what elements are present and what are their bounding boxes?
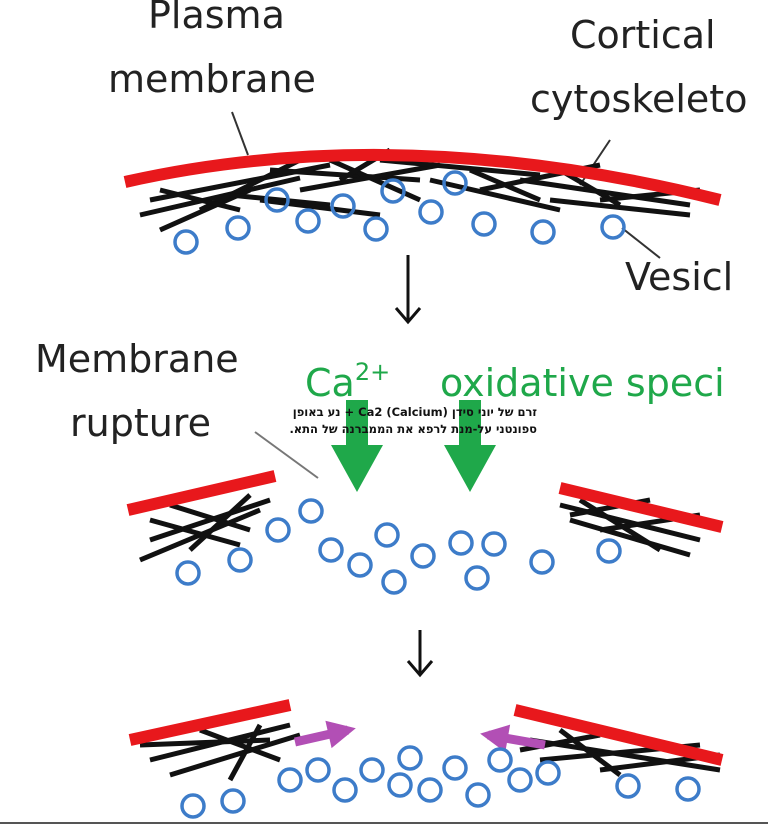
repair-arrow-right-head	[480, 724, 511, 753]
plasma-label-1: Plasma	[148, 0, 285, 37]
plasma-pointer-line	[231, 111, 249, 156]
vesicle	[264, 187, 290, 213]
vesicle	[225, 215, 251, 241]
cytoskeleton-filament	[169, 502, 251, 533]
cytoskeleton-filament	[259, 197, 381, 218]
vesicle	[529, 549, 555, 575]
vesicle	[318, 537, 344, 563]
vesicle	[471, 211, 497, 237]
vesicle	[277, 767, 303, 793]
vesicle	[332, 777, 358, 803]
cytoskeleton-filament	[549, 197, 691, 218]
cytoskeleton-filament	[569, 517, 691, 558]
vesicle	[465, 782, 491, 808]
membrane-fragment-left	[126, 470, 277, 516]
vesicle	[442, 170, 468, 196]
oxidative-species-label: oxidative speci	[440, 361, 725, 405]
vesicle	[464, 565, 490, 591]
vesicle	[487, 747, 513, 773]
vesicle	[374, 522, 400, 548]
rupture-label-2: rupture	[70, 401, 211, 445]
membrane-fragment-left	[128, 699, 292, 746]
vesicle	[347, 552, 373, 578]
cytoskeleton-filament	[227, 723, 263, 782]
membrane-fragment-right	[558, 482, 724, 533]
vesicle	[410, 543, 436, 569]
plasma-membrane	[123, 148, 722, 206]
vesicle	[298, 498, 324, 524]
vesicle	[418, 199, 444, 225]
flow-arrow-1-head	[394, 307, 422, 325]
vesicle	[227, 547, 253, 573]
vesicle	[173, 229, 199, 255]
vesicle	[481, 531, 507, 557]
plasma-label-2: membrane	[108, 57, 316, 101]
vesicle	[265, 517, 291, 543]
vesicle	[397, 745, 423, 771]
membrane-fragment-right	[513, 704, 724, 766]
rupture-pointer-line	[254, 431, 319, 479]
cytoskeleton-filament	[519, 177, 691, 208]
cytoskeleton-filament	[379, 157, 541, 178]
vesicle	[615, 773, 641, 799]
vesicle	[387, 772, 413, 798]
vesicle	[507, 767, 533, 793]
cytoskeleton-filament	[199, 727, 281, 763]
vesicle	[600, 214, 626, 240]
cytoskeleton-filament	[188, 493, 252, 552]
cytoskeleton-filament	[139, 175, 301, 218]
flow-arrow-2-head	[406, 660, 434, 678]
vesicle	[295, 208, 321, 234]
vesicle	[381, 569, 407, 595]
vesicle	[180, 793, 206, 819]
cortical-label-2: cytoskeleto	[530, 77, 747, 121]
cytoskeleton-filament	[139, 737, 271, 748]
vesicle-label: Vesicl	[625, 255, 733, 299]
vesicle	[380, 178, 406, 204]
cortical-label-1: Cortical	[570, 13, 716, 57]
vesicle	[175, 560, 201, 586]
repair-arrow-left-head	[325, 720, 356, 749]
cytoskeleton-filament	[429, 177, 561, 213]
vesicle	[305, 757, 331, 783]
cytoskeleton-filament	[159, 187, 241, 213]
oxidative-influx-arrow	[444, 400, 496, 492]
vesicle	[448, 530, 474, 556]
vesicle	[675, 776, 701, 802]
vesicle	[363, 216, 389, 242]
vesicle	[535, 760, 561, 786]
vesicle	[220, 788, 246, 814]
rupture-label-1: Membrane	[35, 337, 239, 381]
calcium-label: Ca2+	[305, 358, 390, 405]
vesicle	[417, 777, 443, 803]
hebrew-annotation: זרם של יוני סידן (Calcium) Ca2 + נע באופ…	[289, 405, 537, 436]
cytoskeleton-filament	[299, 162, 441, 193]
calcium-influx-arrow	[331, 400, 383, 492]
vesicle	[442, 755, 468, 781]
cytoskeleton-filament	[149, 517, 241, 548]
vesicle-pointer-line	[621, 227, 661, 259]
cytoskeleton-filament	[529, 737, 721, 773]
vesicle	[330, 193, 356, 219]
vesicle	[359, 757, 385, 783]
vesicle	[596, 538, 622, 564]
cytoskeleton-filament	[169, 732, 301, 778]
bottom-border	[0, 822, 768, 824]
vesicle	[530, 219, 556, 245]
